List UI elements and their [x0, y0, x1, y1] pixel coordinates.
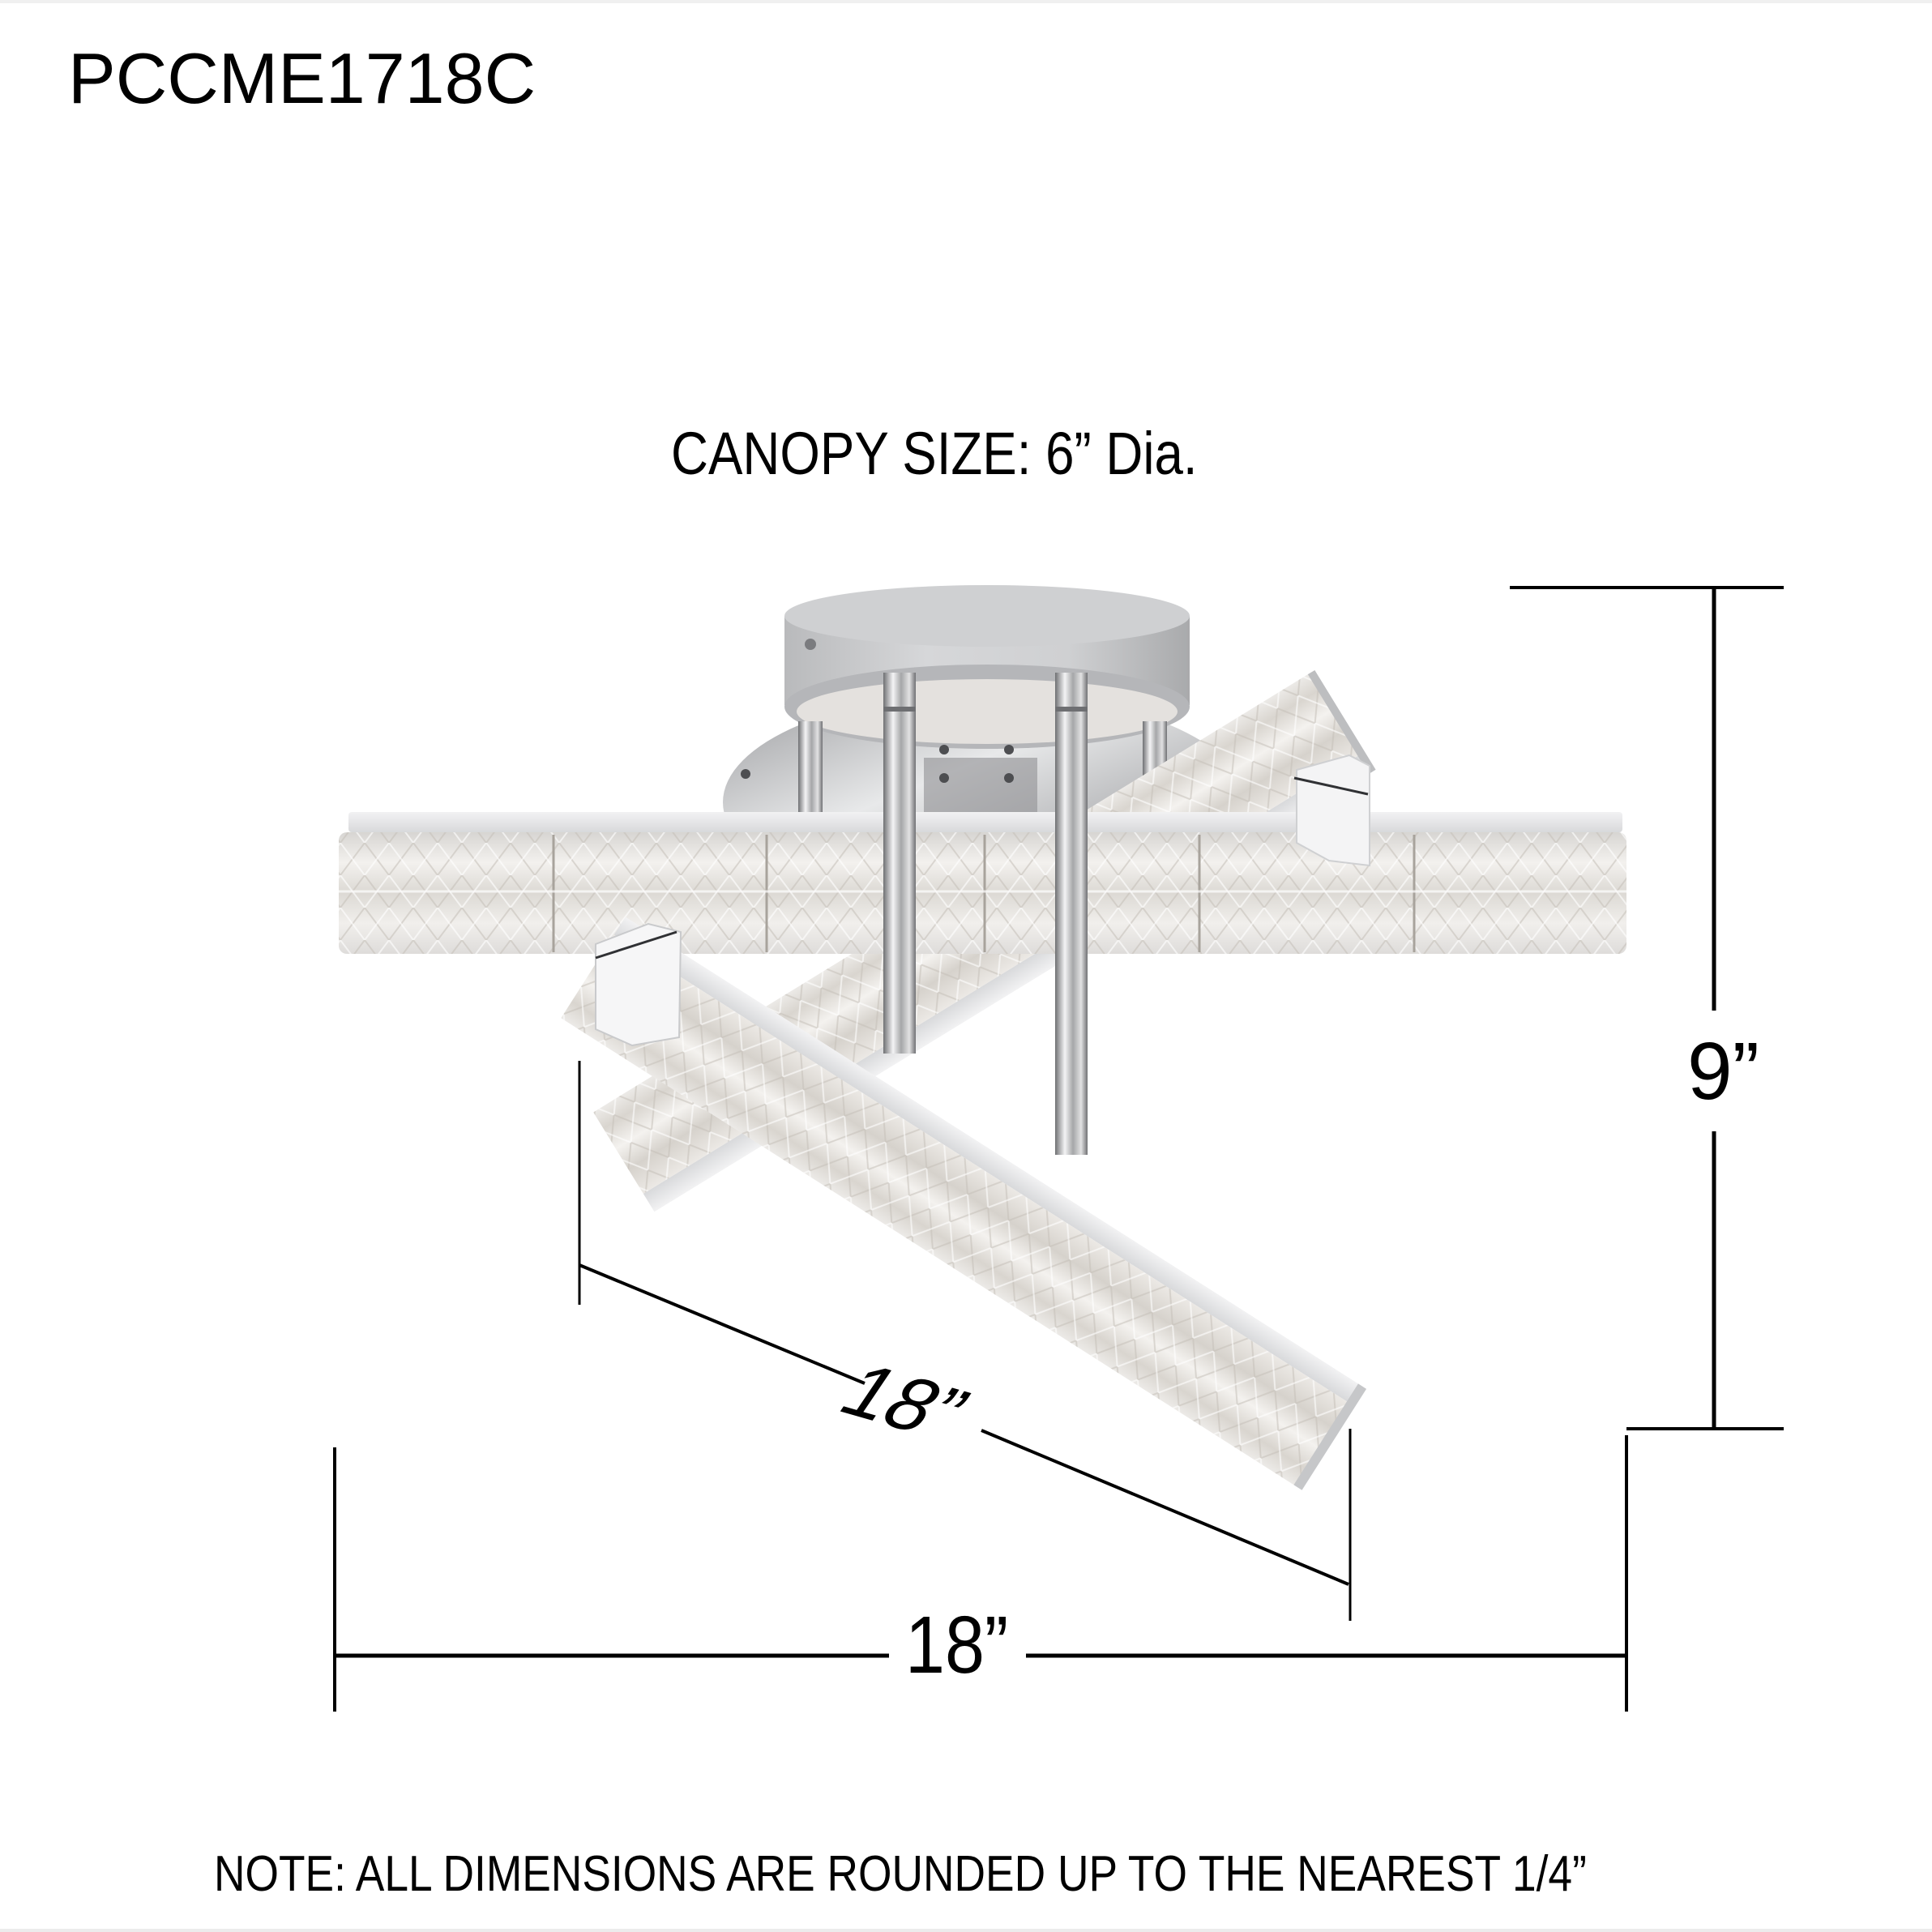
- height-dimension-label: 9”: [1687, 1026, 1759, 1117]
- crystal-arm-front: [561, 917, 1367, 1490]
- canopy-top: [784, 585, 1190, 647]
- bar-metal-strip: [348, 812, 1622, 832]
- crystal-bar-horizontal: [339, 812, 1626, 954]
- diagonal-dim-line-left: [579, 1263, 866, 1385]
- front-arm-end-cap: [595, 922, 682, 1047]
- canopy-size-label: CANOPY SIZE: 6” Dia.: [671, 420, 1198, 487]
- stems: [883, 673, 1088, 1155]
- model-number-title: PCCME1718C: [68, 38, 536, 118]
- rounding-note: NOTE: ALL DIMENSIONS ARE ROUNDED UP TO T…: [214, 1846, 1587, 1902]
- stem-right: [1055, 673, 1088, 1155]
- dimension-lines: [333, 586, 1784, 1712]
- canopy-screw-icon: [805, 639, 816, 650]
- stem-left: [883, 673, 916, 1054]
- diagonal-dim-line-right: [981, 1429, 1349, 1586]
- rear-arm-end-cap: [1293, 754, 1370, 867]
- width-dimension-label: 18”: [905, 1600, 1009, 1690]
